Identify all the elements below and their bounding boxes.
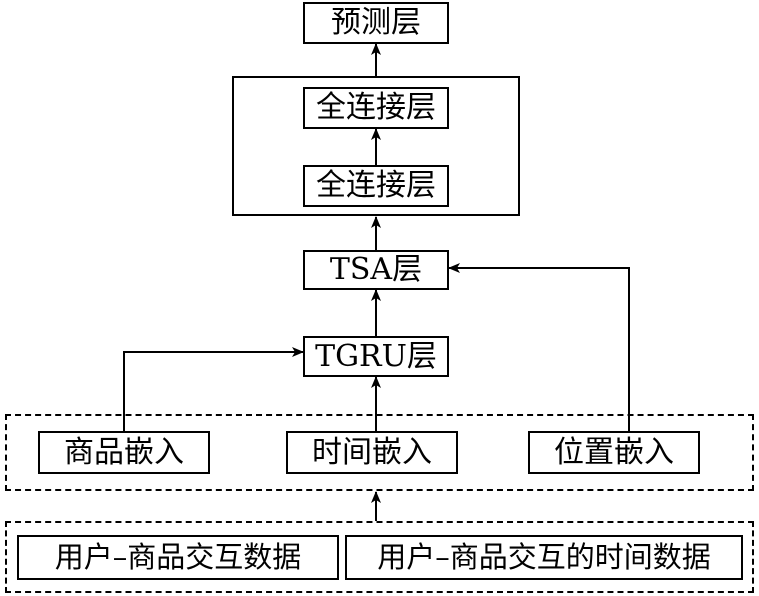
prediction-layer: 预测层 xyxy=(303,2,449,44)
interaction-time-data: 用户–商品交互的时间数据 xyxy=(345,535,743,580)
time-embedding: 时间嵌入 xyxy=(286,431,458,474)
tsa-layer: TSA层 xyxy=(303,250,449,290)
input-data-group xyxy=(5,521,754,593)
fc-layer-top: 全连接层 xyxy=(303,87,449,129)
tgru-layer: TGRU层 xyxy=(303,336,449,377)
arrow-position-to-tsa xyxy=(448,263,630,431)
item-embedding: 商品嵌入 xyxy=(38,431,210,474)
position-embedding: 位置嵌入 xyxy=(528,431,700,474)
arrow-item-to-tgru xyxy=(123,347,304,431)
interaction-data: 用户–商品交互数据 xyxy=(17,535,339,580)
fc-layer-bottom: 全连接层 xyxy=(303,165,449,207)
embedding-group xyxy=(5,414,754,491)
fully-connected-block xyxy=(232,76,520,216)
